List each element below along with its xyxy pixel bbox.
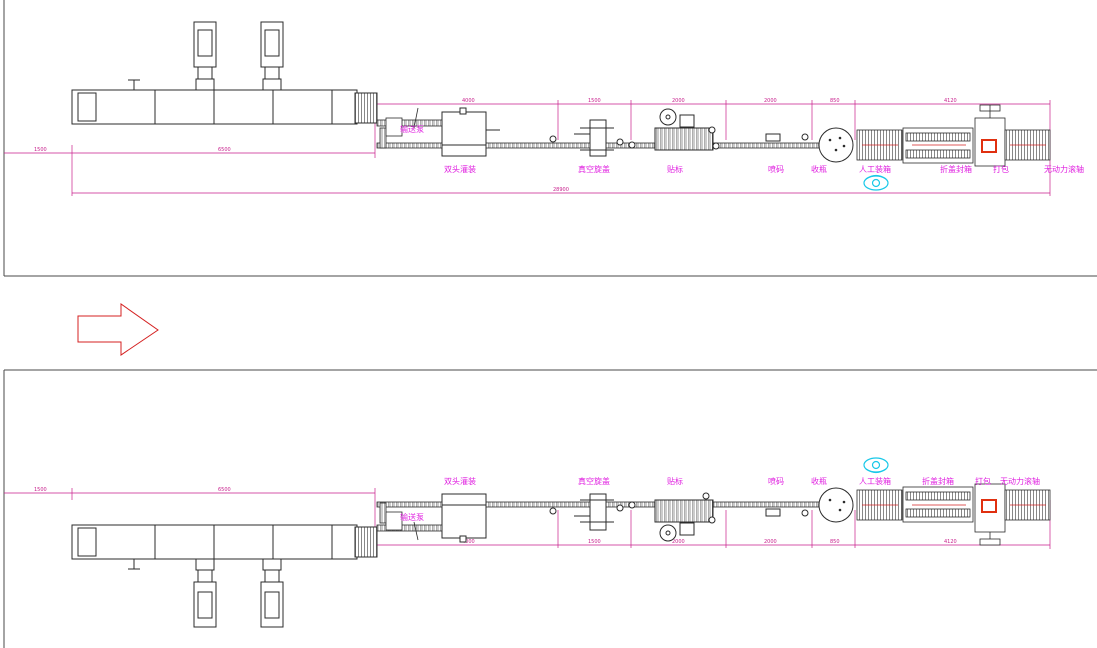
label-top-conveyor-pump: 输送泵	[400, 124, 424, 134]
label-top-roller: 无动力滚轴	[1044, 164, 1084, 174]
dim-bottom-left: 1500	[34, 487, 47, 493]
dim-top-left: 1500	[34, 147, 47, 153]
label-bottom-conveyor-pump: 输送泵	[400, 512, 424, 522]
dim-bottom-4000: 4000	[462, 539, 475, 545]
strapping-head-top	[981, 139, 997, 153]
label-bottom-manual-boxing: 人工装箱	[859, 476, 891, 486]
labeling-machine-top	[628, 108, 720, 151]
label-top-fold-sealing: 折盖封箱	[940, 164, 972, 174]
label-bottom-inkjet: 喷码	[768, 476, 784, 486]
dim-bottom-2000a: 2000	[672, 539, 685, 545]
dim-top-total: 28900	[553, 187, 569, 193]
dim-top-2000a: 2000	[672, 98, 685, 104]
label-top-strapping: 打包	[993, 164, 1009, 174]
dim-top-4000: 4000	[462, 98, 475, 104]
dim-top-1500: 1500	[588, 98, 601, 104]
dim-bottom-2000b: 2000	[764, 539, 777, 545]
inkjet-printer-top	[765, 133, 781, 142]
conveyor-pump-bottom	[385, 511, 419, 541]
inkjet-printer-bottom	[765, 508, 781, 517]
label-top-inkjet: 喷码	[768, 164, 784, 174]
dim-bottom-4120: 4120	[944, 539, 957, 545]
label-bottom-labeling: 贴标	[667, 476, 683, 486]
collection-turntable-bottom	[818, 487, 854, 523]
label-bottom-double-filling: 双头灌装	[444, 476, 476, 486]
packing-section-top	[856, 104, 1051, 167]
washing-machine-top	[71, 21, 378, 125]
filling-machine-bottom	[441, 493, 487, 543]
strapping-head-bottom	[981, 499, 997, 513]
filling-machine-top	[441, 107, 500, 157]
label-top-double-filling: 双头灌装	[444, 164, 476, 174]
right-arrow-icon	[77, 303, 159, 356]
dim-bottom-1500: 1500	[588, 539, 601, 545]
label-top-labeling: 贴标	[667, 164, 683, 174]
capping-machine-top	[549, 119, 624, 157]
label-top-manual-boxing: 人工装箱	[859, 164, 891, 174]
washing-machine-bottom	[71, 524, 378, 628]
labeling-machine-bottom	[628, 492, 716, 542]
inkjet-sensor-bottom	[801, 509, 809, 517]
operator-icon-bottom	[863, 457, 889, 474]
label-bottom-fold-sealing: 折盖封箱	[922, 476, 954, 486]
layout-bottom: 1500 6500 4000 1500 2000 2000 850 4120	[4, 457, 1051, 628]
dim-top-850: 850	[830, 98, 840, 104]
collection-turntable-top	[818, 127, 854, 163]
dim-top-6500: 6500	[218, 147, 231, 153]
operator-icon	[863, 174, 889, 191]
dimension-lines-bottom	[4, 488, 1051, 549]
packing-section-bottom	[856, 483, 1051, 546]
inkjet-sensor-top	[801, 133, 809, 141]
capping-machine-bottom	[549, 493, 624, 531]
label-top-vacuum-capping: 真空旋盖	[578, 164, 610, 174]
conveyor-pump-top	[385, 107, 419, 137]
dim-top-2000b: 2000	[764, 98, 777, 104]
layout-top: 1500 6500 4000 1500 2000 2000 850 4120 2…	[4, 21, 1084, 196]
label-bottom-roller: 无动力滚轴	[1000, 476, 1040, 486]
dimension-lines-top	[4, 100, 1051, 196]
dim-bottom-850: 850	[830, 539, 840, 545]
label-top-bottle-collect: 收瓶	[811, 164, 827, 174]
label-bottom-strapping: 打包	[975, 476, 991, 486]
dim-bottom-6500: 6500	[218, 487, 231, 493]
label-bottom-bottle-collect: 收瓶	[811, 476, 827, 486]
label-bottom-vacuum-capping: 真空旋盖	[578, 476, 610, 486]
dim-top-4120: 4120	[944, 98, 957, 104]
panel-frames	[3, 0, 1097, 648]
